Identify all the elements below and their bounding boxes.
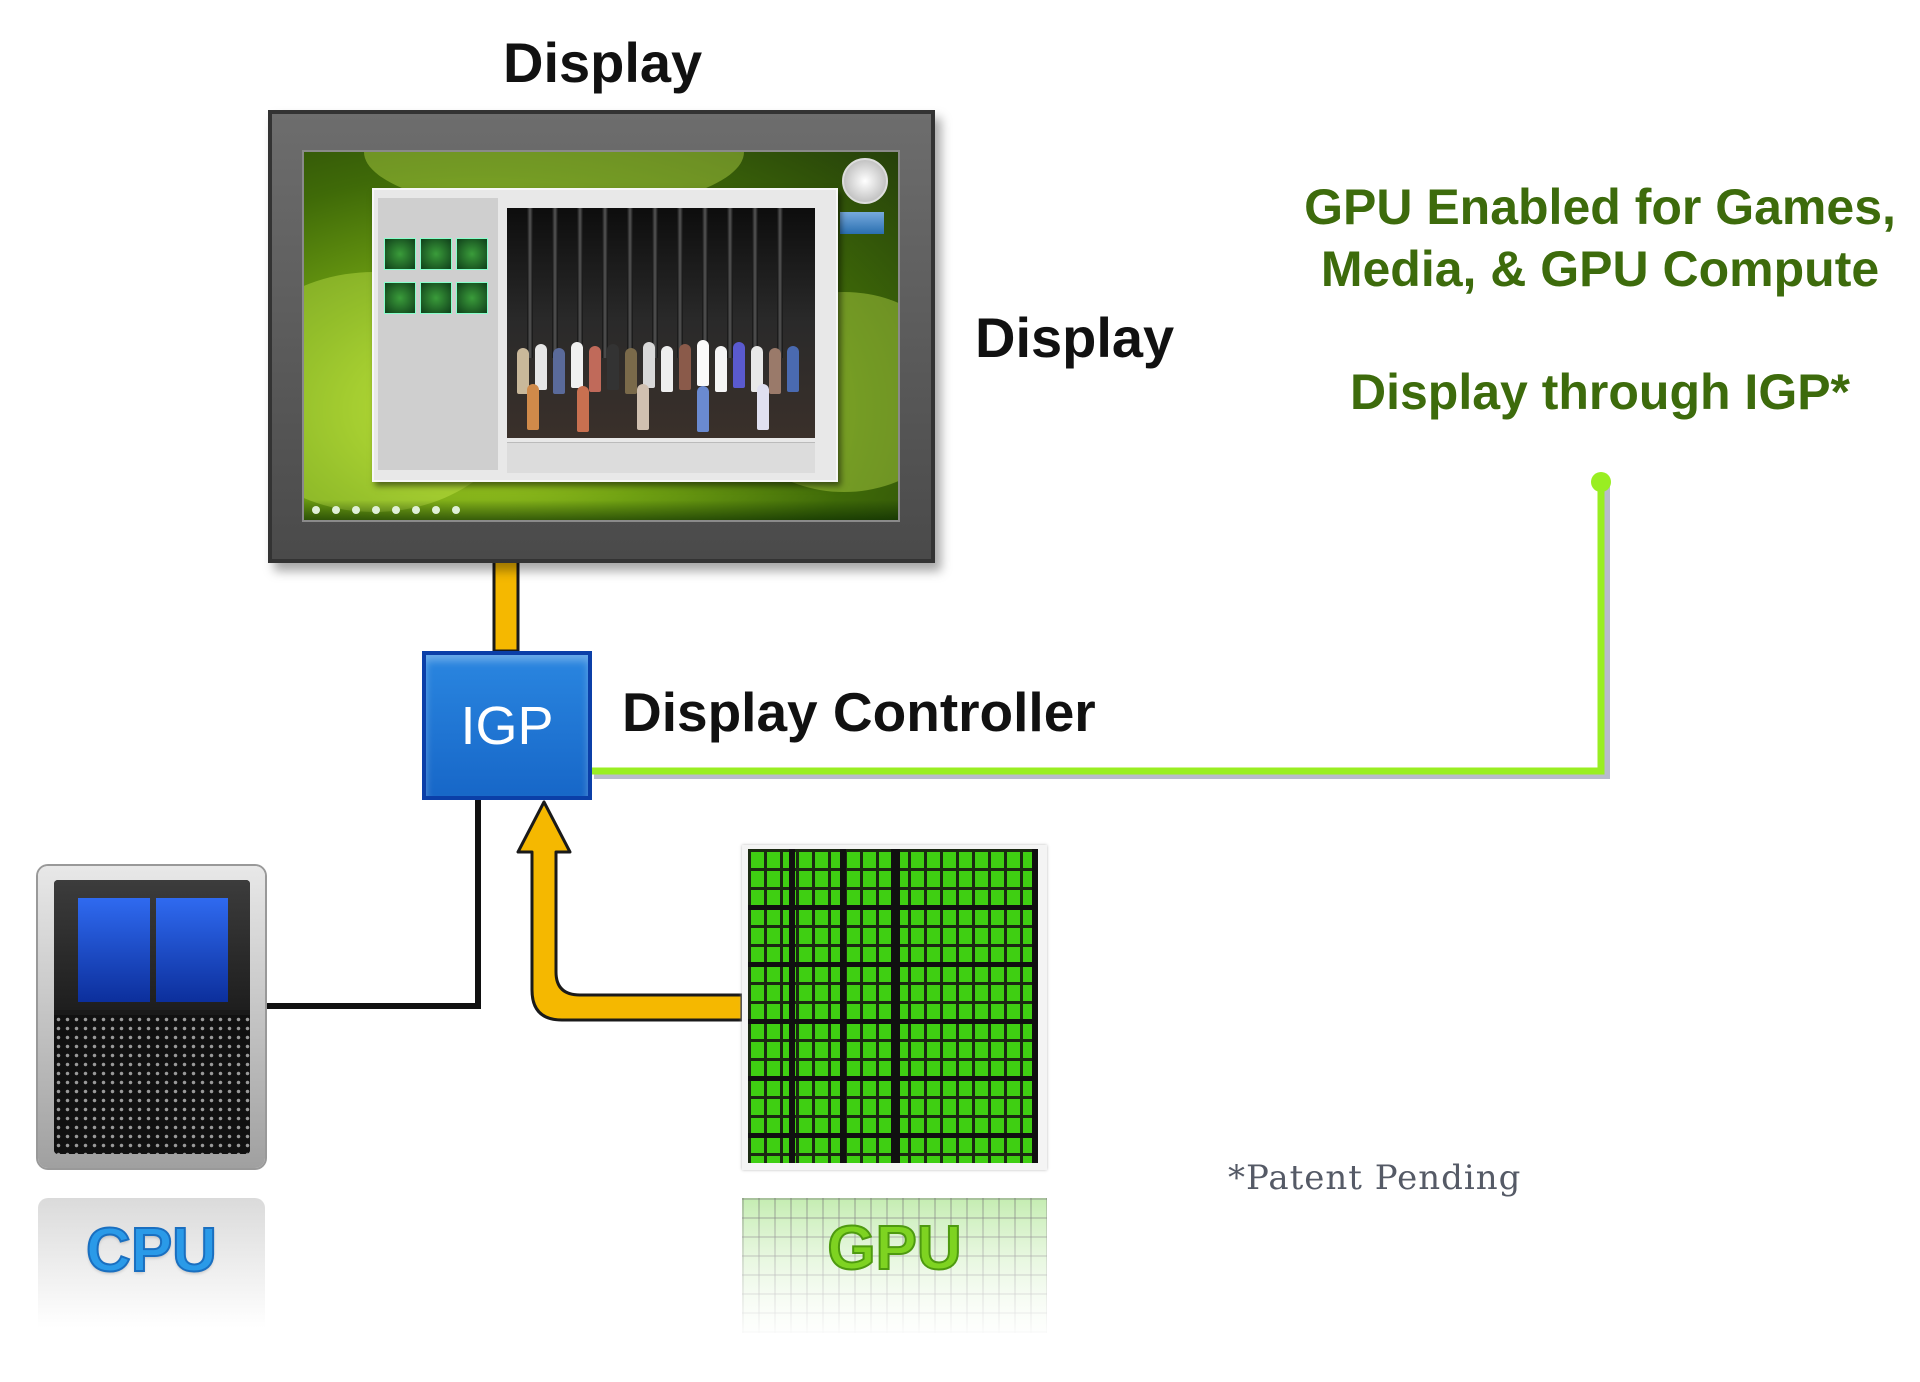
player-controls — [507, 442, 815, 473]
media-app-window — [372, 188, 838, 482]
cpu-core-2 — [156, 898, 228, 1002]
cpu-die — [54, 880, 250, 1154]
thumbnail-icon — [384, 282, 416, 314]
caption-line-endpoint-dot — [1591, 472, 1611, 492]
caption-line-2: Media, & GPU Compute — [1320, 241, 1880, 297]
cpu-igp-line — [265, 800, 481, 1009]
video-frame — [507, 208, 815, 438]
display-controller-label: Display Controller — [622, 681, 1096, 743]
thumbnail-icon — [384, 238, 416, 270]
monitor-screen — [302, 150, 900, 522]
cpu-cache-grid — [54, 1015, 250, 1154]
clock-gadget-icon — [842, 158, 888, 204]
caption-line-1: GPU Enabled for Games, — [1304, 179, 1896, 235]
cpu-chip-icon — [38, 866, 265, 1168]
thumbnail-icon — [420, 238, 452, 270]
display-label-right: Display — [975, 306, 1175, 369]
app-sidebar — [378, 198, 498, 470]
igp-label: IGP — [460, 695, 554, 756]
thumbnail-icon — [456, 282, 488, 314]
gpu-core-grid — [748, 849, 1038, 1163]
taskbar — [304, 500, 898, 520]
gpu-reflection — [742, 1198, 1047, 1333]
gpu-igp-arrow — [516, 800, 744, 1022]
patent-footnote: *Patent Pending — [1228, 1158, 1522, 1198]
cpu-core-1 — [78, 898, 150, 1002]
caption-line-3: Display through IGP* — [1349, 364, 1851, 420]
weather-gadget-icon — [840, 212, 884, 234]
cpu-label: CPU — [85, 1215, 218, 1286]
thumbnail-icon — [420, 282, 452, 314]
thumbnail-icon — [456, 238, 488, 270]
gpu-caption: GPU Enabled for Games, Media, & GPU Comp… — [1280, 176, 1920, 300]
igp-block: IGP — [422, 651, 592, 800]
cpu-core-area — [54, 880, 250, 1010]
gpu-chip-icon — [742, 845, 1047, 1170]
cpu-reflection — [38, 1198, 265, 1328]
display-title-top: Display — [503, 31, 703, 94]
gpu-label: GPU — [826, 1213, 962, 1284]
